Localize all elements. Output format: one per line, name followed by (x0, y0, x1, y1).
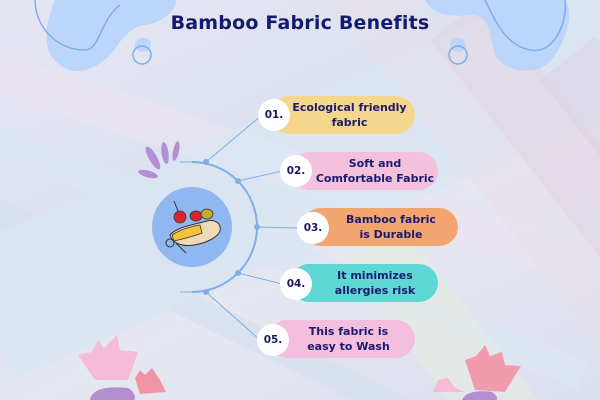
blob-top-left (34, 0, 177, 72)
benefit-text: It minimizes allergies risk (334, 269, 416, 297)
flower-bottom-left (78, 335, 166, 400)
connector-lines (180, 114, 298, 341)
benefit-text: This fabric is easy to Wash (307, 325, 390, 353)
benefit-item-5: This fabric is easy to Wash (268, 320, 415, 358)
hub-circle (152, 187, 232, 267)
benefit-number-badge: 03. (297, 212, 329, 244)
blob-top-right (425, 0, 570, 71)
benefit-number-badge: 05. (257, 324, 289, 356)
benefit-text: Soft and Comfortable Fabric (315, 157, 435, 185)
benefit-number-badge: 02. (280, 155, 312, 187)
benefit-item-1: Ecological friendly fabric (270, 96, 415, 134)
benefit-number-badge: 04. (280, 268, 312, 300)
benefit-item-2: Soft and Comfortable Fabric (290, 152, 438, 190)
benefit-text: Bamboo fabric is Durable (346, 213, 436, 241)
sewing-kit-icon (165, 200, 221, 254)
benefit-text: Ecological friendly fabric (292, 101, 407, 129)
flower-bottom-right (433, 345, 521, 400)
sprig-decoration (138, 141, 180, 179)
page-title: Bamboo Fabric Benefits (170, 12, 430, 34)
benefit-number-badge: 01. (258, 99, 290, 131)
benefit-item-4: It minimizes allergies risk (290, 264, 438, 302)
